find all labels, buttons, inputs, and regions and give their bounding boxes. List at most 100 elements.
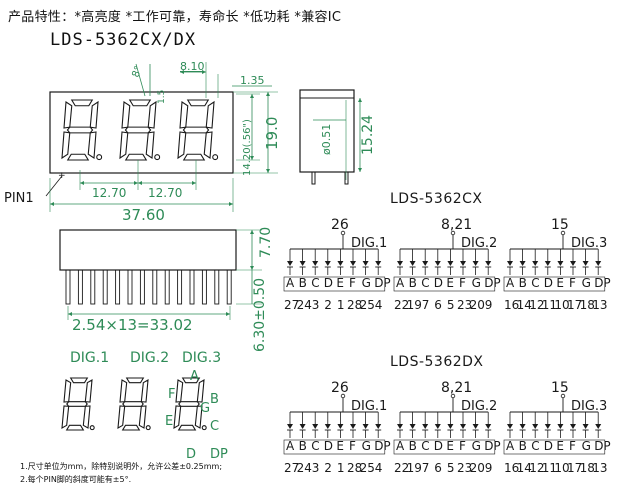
digit-1 xyxy=(61,99,103,161)
segment-c xyxy=(203,131,213,159)
arrow xyxy=(68,312,72,316)
segment-label: D xyxy=(544,439,553,453)
pin-number: 23 xyxy=(457,298,472,312)
segment-box xyxy=(503,439,606,455)
pin-number: 25 xyxy=(360,461,375,475)
pin-number: 12 xyxy=(529,298,544,312)
diode xyxy=(460,261,466,266)
common-node xyxy=(560,393,566,399)
segment-label: E xyxy=(336,276,344,290)
diode xyxy=(312,261,319,266)
legend-seg-b: B xyxy=(210,392,219,407)
legend-digit-3 xyxy=(173,377,207,431)
diode xyxy=(312,424,319,429)
diode xyxy=(409,424,416,429)
segment-label: A xyxy=(286,439,295,453)
notes: 1.尺寸单位为mm，除特别说明外，允许公差±0.25mm; 2.每个PIN脚的斜… xyxy=(20,460,222,486)
dim-depth: 15.24 xyxy=(360,115,376,155)
bottom-pin xyxy=(226,269,232,305)
bottom-pin xyxy=(201,269,207,305)
dim-total-width: 37.60 xyxy=(122,206,165,224)
bottom-pin xyxy=(139,269,145,305)
legend-seg-dp: DP xyxy=(210,447,228,462)
diode xyxy=(582,261,589,266)
pin-number: 24 xyxy=(297,298,312,312)
bottom-pin xyxy=(189,269,195,305)
pin-number: 10 xyxy=(554,461,569,475)
segment-g xyxy=(124,126,152,134)
digit-label: DIG.3 xyxy=(571,399,607,414)
common-node xyxy=(450,393,456,399)
bottom-pin xyxy=(164,269,170,305)
pin-number: 18 xyxy=(580,461,595,475)
pin-number: 12 xyxy=(529,461,544,475)
segment-label: B xyxy=(299,439,307,453)
segment-a xyxy=(70,99,94,107)
segment-d xyxy=(182,153,206,161)
segment-label: B xyxy=(519,276,527,290)
segment-dp xyxy=(96,154,103,161)
segment-label: G xyxy=(472,276,481,290)
side-pin-1 xyxy=(311,171,316,185)
segment-b xyxy=(205,100,215,129)
legend-dig3: DIG.3 xyxy=(182,350,221,366)
pin-number: 20 xyxy=(470,298,485,312)
segment-label: F xyxy=(349,439,356,453)
segment-dp xyxy=(154,154,161,161)
diode xyxy=(485,261,492,266)
segment-label: DP xyxy=(484,276,500,290)
diode xyxy=(460,424,466,429)
legend-digit-1 xyxy=(61,377,95,431)
segment-g xyxy=(66,401,88,407)
pin-number: 27 xyxy=(284,298,299,312)
pin-number: 5 xyxy=(447,461,455,475)
digit-common-pin: 15 xyxy=(551,380,569,396)
segment-f xyxy=(63,379,72,403)
segment-d xyxy=(124,153,148,161)
pin1-leader xyxy=(45,175,63,197)
legend-seg-c: C xyxy=(210,419,219,434)
arrow xyxy=(250,156,254,160)
digit-label: DIG.1 xyxy=(351,399,387,414)
bottom-pin xyxy=(214,269,220,305)
pin-number: 19 xyxy=(407,298,422,312)
digit-label: DIG.2 xyxy=(461,236,497,251)
pin1-label: PIN1 xyxy=(4,191,34,206)
segment-g xyxy=(122,401,144,407)
segment-dp xyxy=(201,425,207,431)
diode xyxy=(582,424,589,429)
diode xyxy=(375,424,382,429)
dim-digit-height: 14.20(.56") xyxy=(242,119,253,176)
diode xyxy=(337,261,344,266)
diode xyxy=(324,261,331,266)
diode xyxy=(485,424,492,429)
segment-label: G xyxy=(362,276,371,290)
segment-label: F xyxy=(459,276,466,290)
diode xyxy=(507,424,513,429)
pin-number: 20 xyxy=(470,461,485,475)
pin-number: 24 xyxy=(297,461,312,475)
legend-dig1: DIG.1 xyxy=(70,350,109,366)
dim-body-thick: 7.70 xyxy=(258,227,274,258)
segment-a xyxy=(69,377,89,384)
segment-box xyxy=(393,276,496,292)
legend-seg-f: F xyxy=(168,387,175,402)
diode xyxy=(299,261,306,266)
bottom-pin xyxy=(115,269,121,305)
digit-common-pin: 15 xyxy=(551,217,569,233)
legend-seg-a: A xyxy=(190,369,199,384)
pin-number: 1 xyxy=(337,461,345,475)
note-1: 1.尺寸单位为mm，除特别说明外，允许公差±0.25mm; xyxy=(20,462,223,471)
legend-seg-e: E xyxy=(165,414,173,429)
pin-number: 14 xyxy=(517,298,532,312)
pin-number: 1 xyxy=(337,298,345,312)
diode xyxy=(375,261,382,266)
segment-label: A xyxy=(506,439,515,453)
segment-label: B xyxy=(409,439,417,453)
segment-e xyxy=(173,405,182,430)
pin-number: 22 xyxy=(394,298,409,312)
segment-label: C xyxy=(311,276,319,290)
segment-f xyxy=(179,101,189,129)
